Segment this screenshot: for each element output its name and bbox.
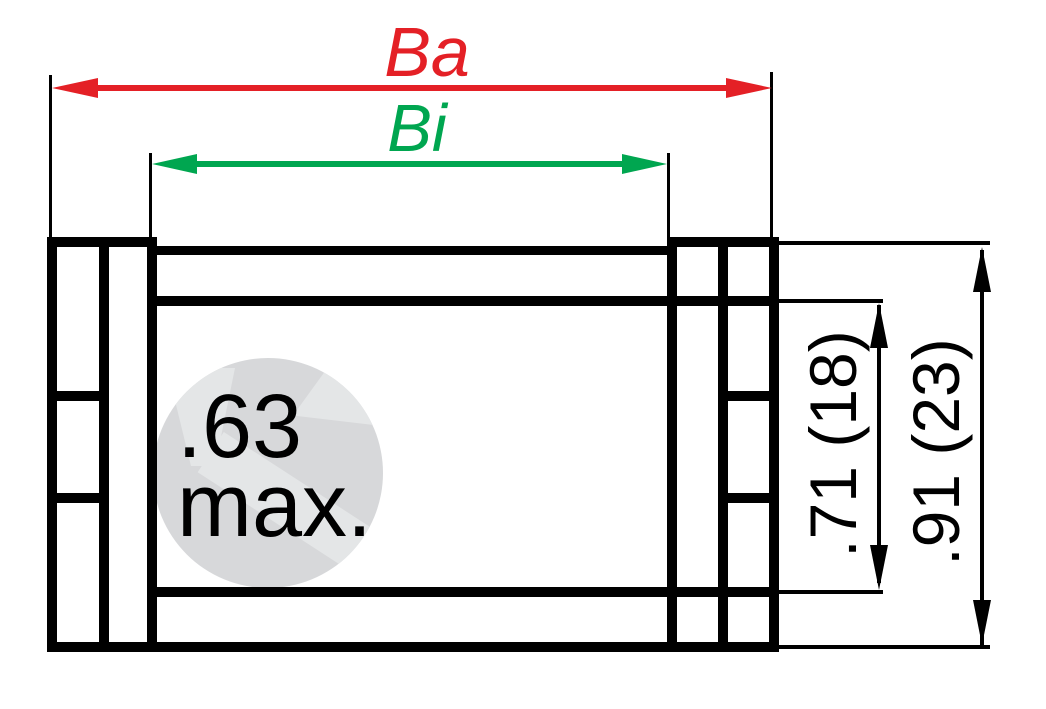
- dim-91-arrowhead-down: [973, 600, 991, 645]
- ba-extension-line-left: [49, 75, 52, 239]
- bi-extension-line-right: [667, 153, 670, 241]
- bi-extension-line-left: [149, 153, 152, 241]
- right-outer-wall: [769, 237, 779, 652]
- left-plate-notch-lower: [57, 493, 99, 503]
- dim-71-arrowhead-down: [870, 545, 888, 590]
- dim-91-line: [980, 250, 984, 645]
- right-inner-wall: [667, 237, 677, 652]
- dim-71-arrowhead-up: [870, 303, 888, 348]
- dim-91-arrowhead-up: [973, 247, 991, 292]
- bottom-crossbar-top-line: [147, 587, 779, 597]
- ba-arrowhead-left: [52, 78, 98, 98]
- ba-extension-line-right: [770, 72, 773, 239]
- bottom-reference-extension: [779, 645, 990, 649]
- left-inner-wall: [147, 237, 157, 652]
- inner-height-value: .63: [177, 377, 303, 477]
- inner-top-reference-extension: [779, 299, 883, 303]
- watermark-shape: [293, 363, 383, 427]
- right-plate-notch-upper: [728, 391, 769, 401]
- left-middle-wall: [99, 237, 109, 652]
- inner-height-qualifier: max.: [177, 456, 373, 556]
- watermark-circle: [153, 358, 383, 588]
- inner-bottom-reference-extension: [779, 590, 883, 594]
- dim-91-label: .91 (23): [899, 338, 973, 566]
- ba-arrowhead-right: [726, 78, 772, 98]
- ba-label: Ba: [384, 13, 470, 91]
- left-sidewall-top-edge: [47, 237, 157, 247]
- dim-71-line: [877, 305, 881, 583]
- top-crossbar-bottom-line: [147, 296, 779, 306]
- top-reference-extension: [779, 241, 990, 245]
- bottom-outer-edge: [47, 642, 779, 652]
- right-plate-notch-lower: [728, 493, 769, 503]
- left-outer-wall: [47, 237, 57, 652]
- left-plate-notch-upper: [57, 391, 99, 401]
- dim-71-label: .71 (18): [796, 330, 870, 558]
- right-sidewall-top-edge: [667, 237, 779, 247]
- bi-arrowhead-right: [622, 154, 667, 174]
- bi-arrowhead-left: [152, 154, 197, 174]
- top-crossbar-top-line: [147, 246, 677, 255]
- right-middle-wall: [718, 237, 728, 652]
- bi-label: Bi: [387, 91, 447, 166]
